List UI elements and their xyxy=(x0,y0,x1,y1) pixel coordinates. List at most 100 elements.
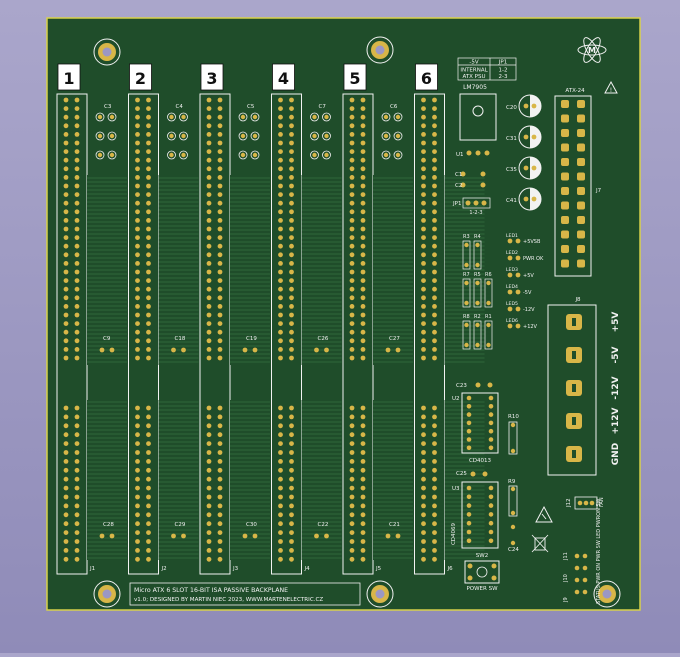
ic-u3-ref: U3 xyxy=(452,486,460,492)
fan-connector-j12: J12 FAN xyxy=(566,496,605,510)
resistor-ref: R5 xyxy=(474,272,481,278)
jumper-jp1-label: JP1 xyxy=(452,201,461,207)
electrolytic-cap: C20 xyxy=(506,94,542,118)
led-indicator: LED3 +5V xyxy=(506,267,534,279)
fan-ref: J12 xyxy=(566,498,572,508)
slot-number-label: 6 xyxy=(421,69,432,88)
mounting-hole-icon xyxy=(93,38,121,66)
j8-ref: J8 xyxy=(574,297,581,303)
led-indicator: LED1 +5VSB xyxy=(506,233,541,245)
elcap-label: C20 xyxy=(506,105,517,111)
logo-letter: M xyxy=(588,46,596,55)
mounting-hole-icon xyxy=(366,36,394,64)
led-label: PWR OK xyxy=(523,256,544,262)
mounting-hole-icon xyxy=(593,580,621,608)
cap-c2-label: C2 xyxy=(455,183,462,189)
cap-label: C18 xyxy=(175,336,186,342)
jumper-jp1-pins: 1-2-3 xyxy=(469,210,482,216)
slot-number-label: 2 xyxy=(135,69,146,88)
resistor: R1 xyxy=(484,314,493,350)
led-label: +5VSB xyxy=(523,239,541,245)
resistor: R3 xyxy=(462,234,471,270)
cap-label: C7 xyxy=(319,104,327,110)
jumper-row-1-label: ATX PSU xyxy=(462,74,485,80)
jumper-row-0-label: INTERNAL xyxy=(460,68,488,74)
cap-label: C21 xyxy=(389,522,400,528)
connector-ref-label: J4 xyxy=(304,566,311,572)
power-switch-sw2: SW2 POWER SW xyxy=(464,553,500,592)
atx-ref: J7 xyxy=(595,188,602,194)
sw2-ref: SW2 xyxy=(476,553,488,559)
cap-label: C27 xyxy=(389,336,400,342)
atx-label: ATX-24 xyxy=(565,88,585,94)
led-indicator: LED5-12V xyxy=(506,301,535,313)
resistor: R5 xyxy=(473,272,482,308)
cap-label: C22 xyxy=(318,522,329,528)
led-label: +5V xyxy=(523,273,534,279)
terminal-label: -5V xyxy=(611,346,621,363)
isa-slot: 6J6 xyxy=(414,63,485,575)
cap-label: C3 xyxy=(104,104,112,110)
board-title: Micro ATX 6 SLOT 16-BIT ISA PASSIVE BACK… xyxy=(134,587,288,594)
isa-slots: 1J1C3C9C282J2C4C18C293J3C5C19C304J4C7C26… xyxy=(56,63,485,575)
ic-u2: C23 U2 CD4013 R10 xyxy=(452,382,519,464)
cap-label: C19 xyxy=(246,336,257,342)
led-indicator: LED4-5V xyxy=(506,284,532,296)
c24-label: C24 xyxy=(508,547,519,553)
resistor: R2 xyxy=(473,314,482,350)
jumper-row-1-value: 2-3 xyxy=(499,74,508,80)
led-ref: LED4 xyxy=(506,284,518,290)
terminal-label: -12V xyxy=(611,376,621,399)
led-label: +12V xyxy=(523,324,538,330)
resistor: R7 xyxy=(462,272,471,308)
front-panel-headers: J9 J10 J11 STATUS PWR ON PWR SW LED PWRO… xyxy=(563,498,602,604)
header-j10: J10 xyxy=(563,574,569,583)
mounting-hole-icon xyxy=(93,580,121,608)
connector-ref-label: J2 xyxy=(161,566,167,572)
electrolytic-cap: C41 xyxy=(506,187,542,211)
ic-u3-part: CD4069 xyxy=(451,522,457,545)
esd-warning-icon xyxy=(535,505,553,523)
resistor-ref: R4 xyxy=(474,234,481,240)
slot-number-label: 1 xyxy=(63,69,74,88)
ic-u2-part: CD4013 xyxy=(469,458,492,464)
jumper-header-0: -5V xyxy=(469,60,478,66)
cap-label: C29 xyxy=(175,522,186,528)
atx-24-connector: ATX-24 J7 xyxy=(554,88,602,277)
led-ref: LED5 xyxy=(506,301,518,307)
switch-label: POWER SW xyxy=(466,586,498,592)
regulator-u1: LM7905 U1 C1 C2 JP1 1-2-3 xyxy=(452,84,497,216)
front-panel-label: STATUS PWR ON PWR SW LED PWRON SW xyxy=(596,498,602,604)
weee-bin-icon xyxy=(531,534,549,553)
connector-ref-label: J1 xyxy=(89,566,95,572)
led-ref: LED6 xyxy=(506,318,518,324)
connector-ref-label: J6 xyxy=(447,566,454,572)
ic-u3-cap: C25 xyxy=(456,471,467,477)
resistor-ref: R2 xyxy=(474,314,481,320)
elcap-label: C35 xyxy=(506,167,517,173)
led-ref: LED1 xyxy=(506,233,518,239)
cap-label: C4 xyxy=(176,104,184,110)
slot-number-label: 5 xyxy=(349,69,360,88)
resistor-ref: R8 xyxy=(463,314,470,320)
elcap-label: C41 xyxy=(506,198,517,204)
board-credits: v1.0; DESIGNED BY MARTIN NIEC 2023, WWW.… xyxy=(134,597,323,603)
resistor: R4 xyxy=(473,234,482,270)
resistor: R8 xyxy=(462,314,471,350)
terminal-label: +12V xyxy=(611,407,621,434)
mounting-hole-icon xyxy=(366,580,394,608)
r10-label: R10 xyxy=(508,414,519,420)
ic-u3: C25 U3 CD4069 R9 C24 xyxy=(451,471,519,553)
resistor-ref: R1 xyxy=(485,314,492,320)
slot-number-label: 4 xyxy=(278,69,289,88)
connector-ref-label: J3 xyxy=(232,566,239,572)
fan-label: FAN xyxy=(599,497,605,507)
terminal-label: +5V xyxy=(611,312,621,333)
led-ref: LED3 xyxy=(506,267,518,273)
cap-label: C6 xyxy=(390,104,398,110)
